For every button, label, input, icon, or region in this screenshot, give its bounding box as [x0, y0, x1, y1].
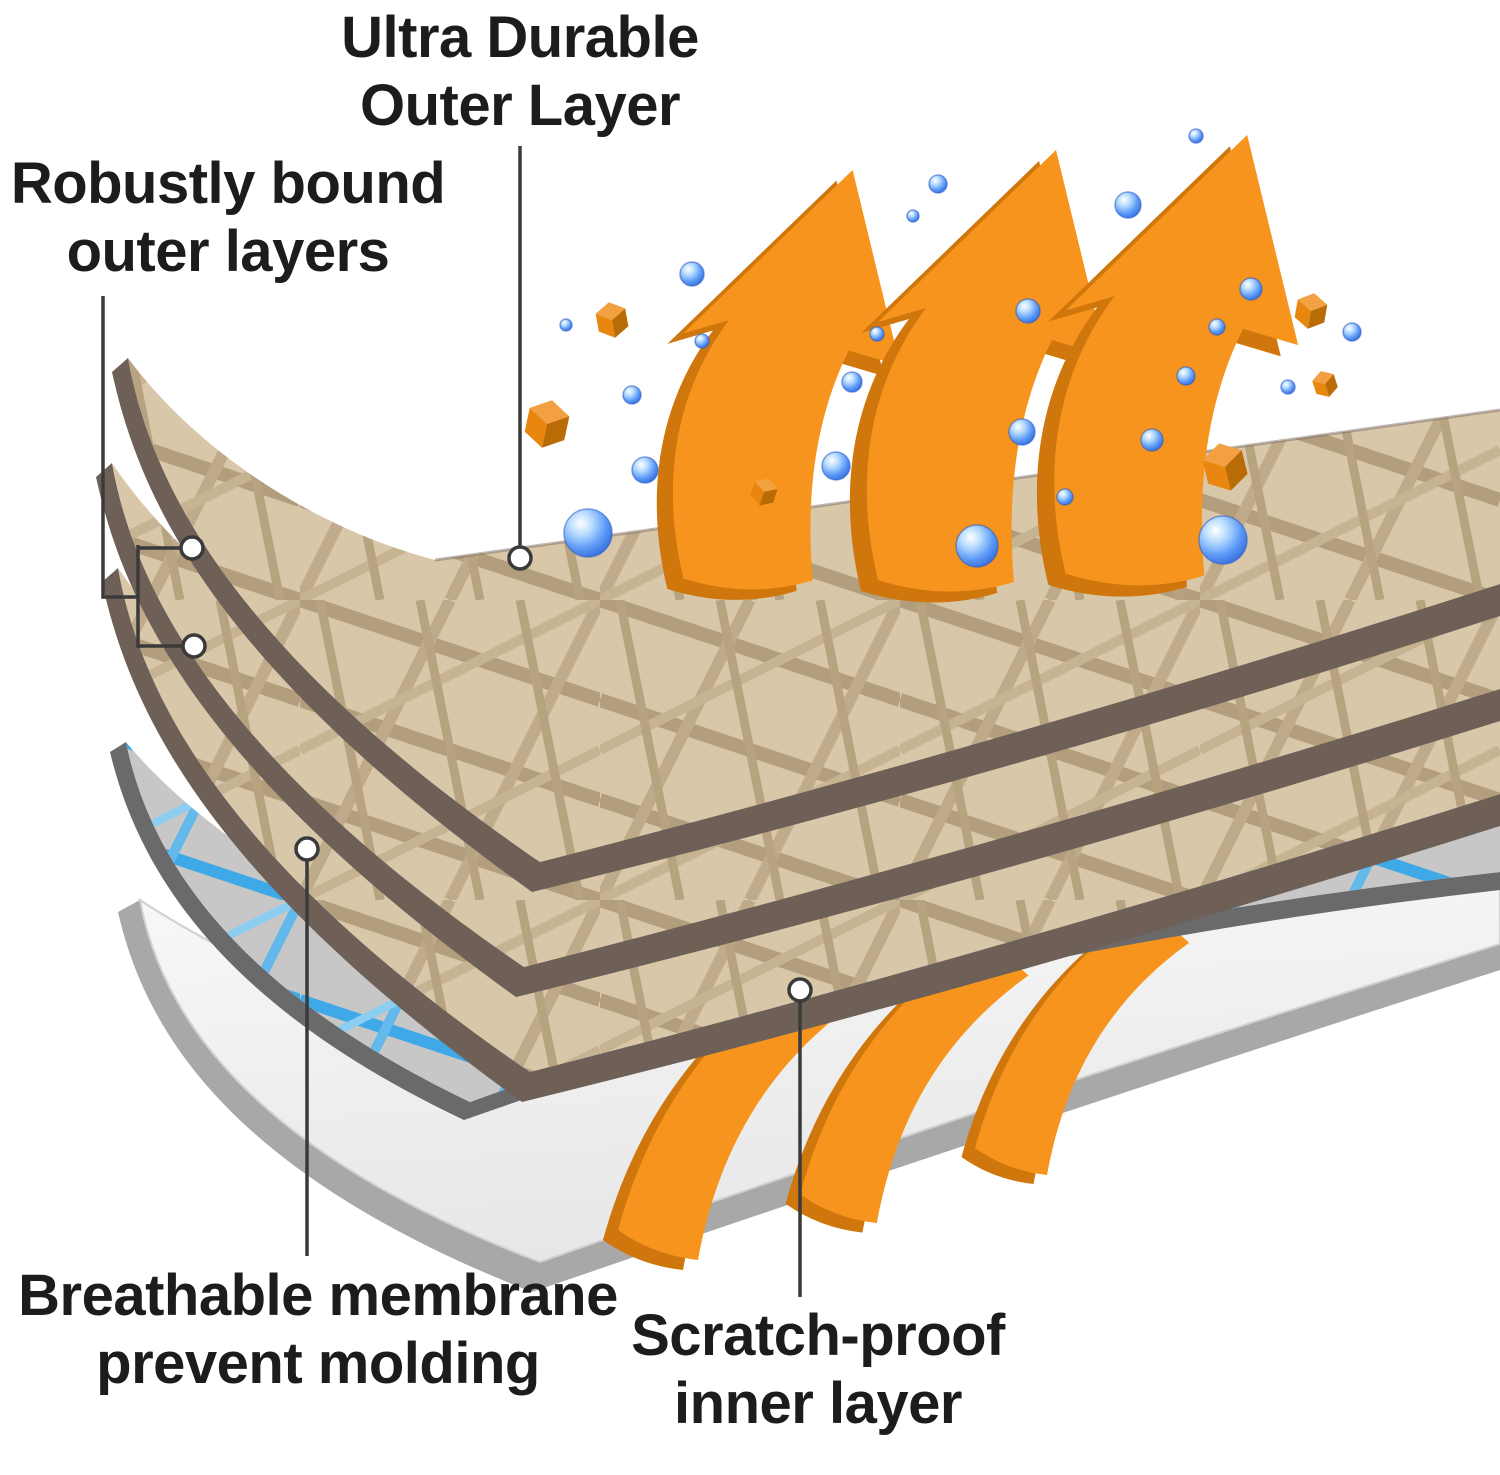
water-droplet-icon — [1208, 318, 1226, 336]
airflow-arrow-icon — [656, 170, 901, 600]
callout-markers — [179, 535, 813, 1003]
water-droplet-icon — [563, 508, 613, 558]
water-droplet-icon — [1015, 298, 1041, 324]
water-droplet-icon — [1198, 515, 1248, 565]
airflow-arrow-icon — [1036, 135, 1299, 597]
water-droplet-icon — [1176, 366, 1196, 386]
label-line: prevent molding — [96, 1330, 540, 1396]
airflow-arrow-icon — [785, 935, 1029, 1233]
airflow-arrow-icon — [961, 905, 1190, 1184]
label-line: outer layers — [66, 218, 390, 284]
water-droplet-icon — [1056, 488, 1074, 506]
water-droplets — [559, 128, 1362, 568]
water-droplet-icon — [1114, 191, 1142, 219]
water-droplet-icon — [821, 451, 851, 481]
callout-marker — [181, 633, 207, 659]
label-breathable-membrane: Breathable membrane prevent molding — [18, 1262, 618, 1398]
water-droplet-icon — [559, 318, 573, 332]
water-droplet-icon — [906, 209, 920, 223]
water-droplet-icon — [1280, 379, 1296, 395]
water-droplet-icon — [679, 261, 705, 287]
water-droplet-icon — [928, 174, 948, 194]
water-droplet-icon — [622, 385, 642, 405]
label-line: Ultra Durable — [341, 5, 699, 70]
label-ultra-durable-outer-layer: Ultra Durable Outer Layer — [341, 4, 699, 140]
water-droplet-icon — [1188, 128, 1204, 144]
water-droplet-icon — [841, 371, 863, 393]
callout-marker — [179, 535, 205, 561]
airflow-arrow-icon — [849, 150, 1106, 603]
label-scratch-proof-inner-layer: Scratch-proof inner layer — [631, 1302, 1005, 1438]
label-line: Outer Layer — [359, 72, 681, 138]
debris-cubes — [524, 293, 1338, 506]
label-line: Robustly bound — [10, 151, 446, 216]
water-droplet-icon — [1239, 277, 1263, 301]
bottom-airflow-arrows — [603, 905, 1190, 1270]
label-line: Breathable membrane — [18, 1263, 618, 1328]
debris-cube-icon — [595, 302, 629, 338]
label-line: Scratch-proof — [631, 1303, 1005, 1368]
airflow-arrow-icon — [603, 960, 856, 1270]
water-droplet-icon — [1342, 322, 1362, 342]
debris-cube-icon — [524, 400, 570, 448]
debris-cube-icon — [1294, 293, 1328, 329]
debris-cube-icon — [1312, 371, 1338, 397]
water-droplet-icon — [694, 333, 710, 349]
leader-lines — [101, 146, 802, 1297]
top-airflow-arrows — [656, 135, 1299, 603]
callout-marker — [507, 545, 533, 571]
water-droplet-icon — [869, 326, 885, 342]
callout-marker — [294, 836, 320, 862]
debris-cube-icon — [1202, 443, 1248, 491]
label-robustly-bound-outer-layers: Robustly bound outer layers — [10, 150, 446, 286]
leader-bound-layers — [101, 296, 182, 648]
water-droplet-icon — [1140, 428, 1164, 452]
callout-marker — [787, 977, 813, 1003]
water-droplet-icon — [955, 524, 999, 568]
water-droplet-icon — [631, 456, 659, 484]
label-line: inner layer — [674, 1370, 962, 1436]
water-droplet-icon — [1008, 418, 1036, 446]
debris-cube-icon — [750, 478, 778, 506]
